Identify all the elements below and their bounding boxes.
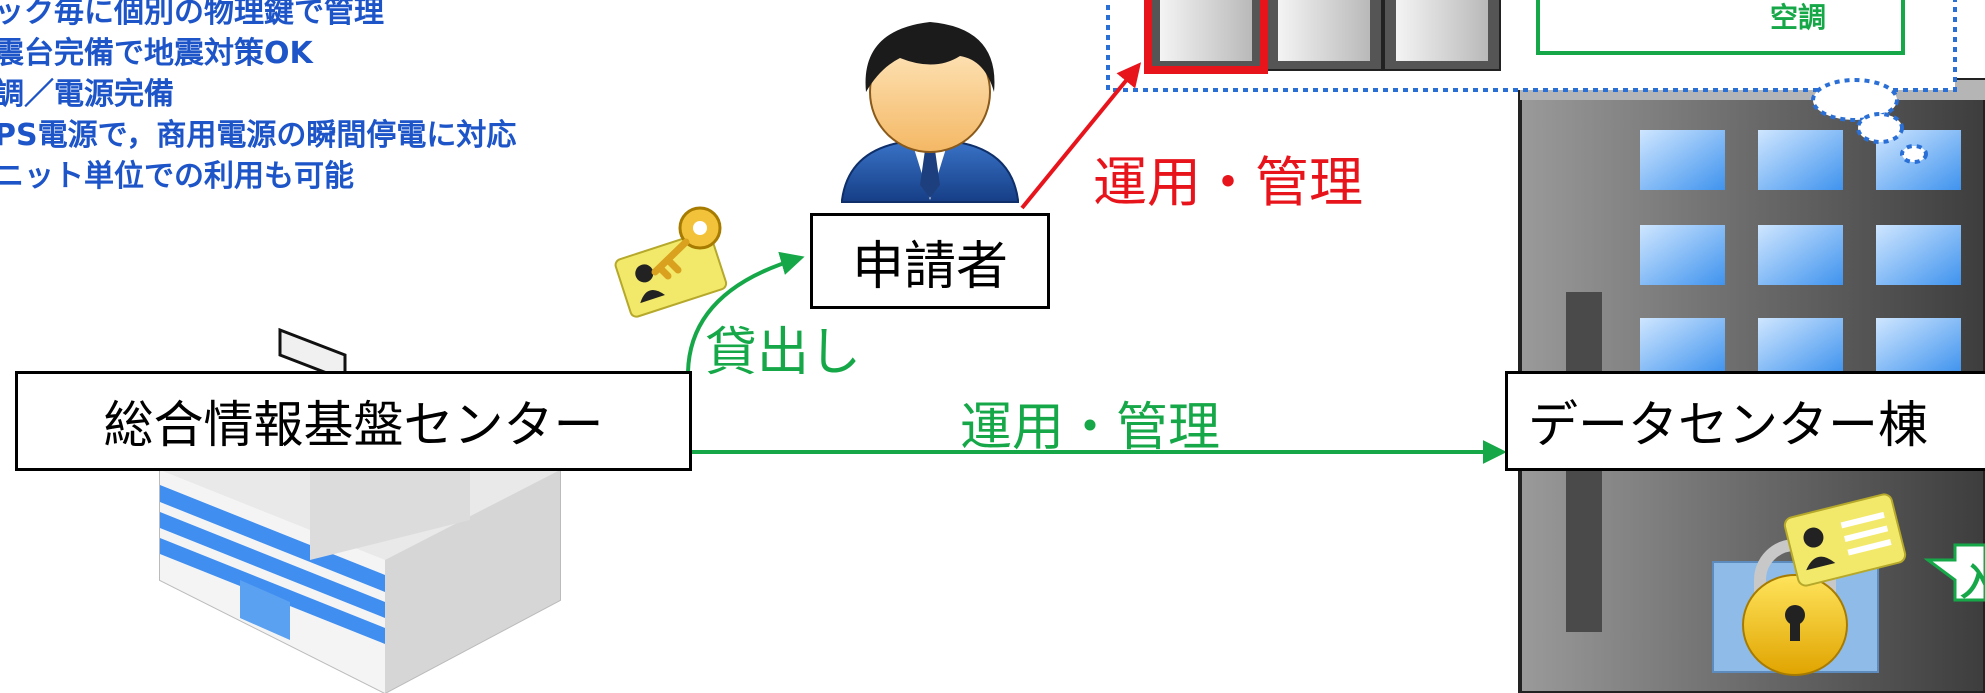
sogo-center-label: 総合情報基盤センター <box>15 371 692 471</box>
sogo-center-building-icon <box>159 327 561 693</box>
feature-list: ック毎に個別の物理鍵で管理 震台完備で地震対策OK 調／電源完備 PS電源で，商… <box>0 0 516 197</box>
lend-arrow-label: 貸出し <box>705 323 862 383</box>
datacenter-label: データセンター棟 <box>1505 371 1985 471</box>
ops-red-arrow-label: 運用・管理 <box>1093 151 1363 214</box>
feature-item: 震台完備で地震対策OK <box>0 36 313 71</box>
feature-item: ニット単位での利用も可能 <box>0 159 354 194</box>
feature-item: 調／電源完備 <box>0 77 174 112</box>
ops-green-arrow-label: 運用・管理 <box>960 398 1221 458</box>
lend-arrow <box>686 251 805 373</box>
speech-bubble <box>1923 543 1985 602</box>
feature-item: ック毎に個別の物理鍵で管理 <box>0 0 384 30</box>
ops-red-arrow <box>1020 62 1142 210</box>
speech-bubble-text: 入 <box>1960 560 1985 604</box>
aircon-label: 空調 <box>1770 1 1827 34</box>
key-card-icon <box>614 206 728 318</box>
applicant-label: 申請者 <box>810 213 1050 309</box>
id-card-icon <box>1783 493 1907 587</box>
server-rack-icon <box>1144 0 1501 74</box>
feature-item: PS電源で，商用電源の瞬間停電に対応 <box>0 118 517 153</box>
person-icon <box>841 22 1019 203</box>
